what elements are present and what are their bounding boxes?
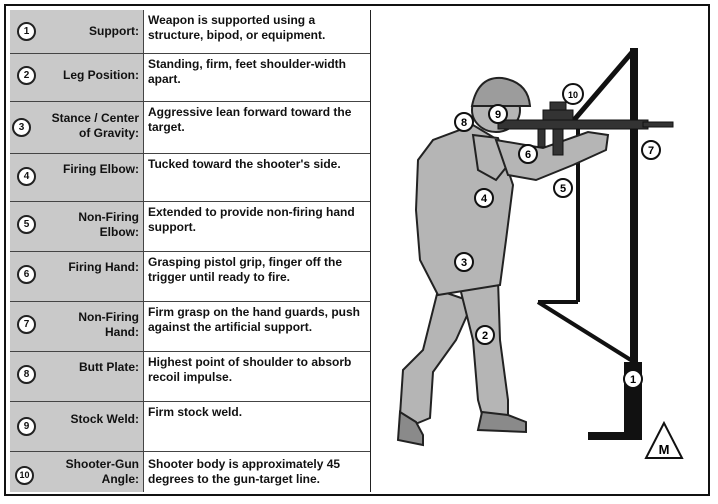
row-label: Support: (89, 24, 139, 38)
row-label: Stock Weld: (70, 412, 139, 426)
callout-5: 5 (553, 178, 573, 198)
table-row: 4 Firing Elbow: Tucked toward the shoote… (10, 154, 370, 202)
table-row: 9 Stock Weld: Firm stock weld. (10, 402, 370, 452)
label-cell: 5 Non-Firing Elbow: (10, 202, 144, 251)
table-row: 7 Non-Firing Hand: Firm grasp on the han… (10, 302, 370, 352)
callout-3: 3 (454, 252, 474, 272)
label-cell: 8 Butt Plate: (10, 352, 144, 401)
row-description: Tucked toward the shooter's side. (144, 154, 370, 201)
row-label: Shooter-Gun Angle: (65, 457, 139, 486)
row-description: Aggressive lean forward toward the targe… (144, 102, 370, 153)
callout-6: 6 (518, 144, 538, 164)
row-description: Highest point of shoulder to absorb reco… (144, 352, 370, 401)
label-cell: 9 Stock Weld: (10, 402, 144, 451)
soldier-figure (396, 76, 610, 447)
callout-3-text: 3 (461, 257, 467, 269)
table-row: 1 Support: Weapon is supported using a s… (10, 10, 370, 54)
row-description: Grasping pistol grip, finger off the tri… (144, 252, 370, 301)
m-marker-text: M (659, 442, 670, 457)
table-row: 8 Butt Plate: Highest point of shoulder … (10, 352, 370, 402)
label-cell: 3 Stance / Center of Gravity: (10, 102, 144, 153)
callout-number: 8 (17, 365, 36, 384)
label-cell: 2 Leg Position: (10, 54, 144, 101)
row-label: Firing Elbow: (63, 162, 139, 176)
callout-4-text: 4 (481, 193, 488, 205)
m-marker: M (644, 420, 684, 459)
row-label: Stance / Center of Gravity: (51, 111, 139, 140)
callout-number: 3 (12, 118, 31, 137)
callout-number: 5 (17, 215, 36, 234)
row-description: Weapon is supported using a structure, b… (144, 10, 370, 53)
callout-9-text: 9 (495, 109, 501, 121)
table-row: 10 Shooter-Gun Angle: Shooter body is ap… (10, 452, 370, 492)
callout-5-text: 5 (560, 183, 566, 195)
callout-number: 4 (17, 167, 36, 186)
shooter-illustration: 1 2 3 4 5 6 7 8 9 10 M (396, 48, 684, 459)
callout-7-text: 7 (648, 145, 654, 157)
row-description: Firm grasp on the hand guards, push agai… (144, 302, 370, 351)
row-label: Firing Hand: (68, 260, 139, 274)
label-cell: 4 Firing Elbow: (10, 154, 144, 201)
label-cell: 10 Shooter-Gun Angle: (10, 452, 144, 492)
label-cell: 1 Support: (10, 10, 144, 53)
position-table: 1 Support: Weapon is supported using a s… (10, 10, 371, 492)
callout-number: 1 (17, 22, 36, 41)
callout-1: 1 (623, 369, 643, 389)
callout-number: 2 (17, 66, 36, 85)
label-cell: 7 Non-Firing Hand: (10, 302, 144, 351)
callout-7: 7 (641, 140, 661, 160)
callout-10: 10 (562, 83, 584, 105)
callout-4: 4 (474, 188, 494, 208)
callout-1-text: 1 (630, 374, 636, 386)
row-label: Butt Plate: (79, 360, 139, 374)
row-description: Standing, firm, feet shoulder-width apar… (144, 54, 370, 101)
table-row: 2 Leg Position: Standing, firm, feet sho… (10, 54, 370, 102)
table-row: 3 Stance / Center of Gravity: Aggressive… (10, 102, 370, 154)
callout-10-text: 10 (568, 90, 578, 100)
callout-2: 2 (475, 325, 495, 345)
callout-2-text: 2 (482, 330, 488, 342)
table-row: 5 Non-Firing Elbow: Extended to provide … (10, 202, 370, 252)
row-label: Leg Position: (63, 68, 139, 82)
callout-8: 8 (454, 112, 474, 132)
callout-8-text: 8 (461, 117, 467, 129)
table-row: 6 Firing Hand: Grasping pistol grip, fin… (10, 252, 370, 302)
callouts: 1 2 3 4 5 6 7 8 9 10 (454, 83, 661, 389)
label-cell: 6 Firing Hand: (10, 252, 144, 301)
callout-number: 6 (17, 265, 36, 284)
row-description: Extended to provide non-firing hand supp… (144, 202, 370, 251)
rifle (497, 101, 674, 156)
callout-number: 10 (15, 466, 34, 485)
callout-9: 9 (488, 104, 508, 124)
row-label: Non-Firing Hand: (78, 310, 139, 339)
row-description: Shooter body is approximately 45 degrees… (144, 452, 370, 492)
callout-number: 7 (17, 315, 36, 334)
row-description: Firm stock weld. (144, 402, 370, 451)
callout-6-text: 6 (525, 149, 531, 161)
callout-number: 9 (17, 417, 36, 436)
row-label: Non-Firing Elbow: (78, 210, 139, 239)
